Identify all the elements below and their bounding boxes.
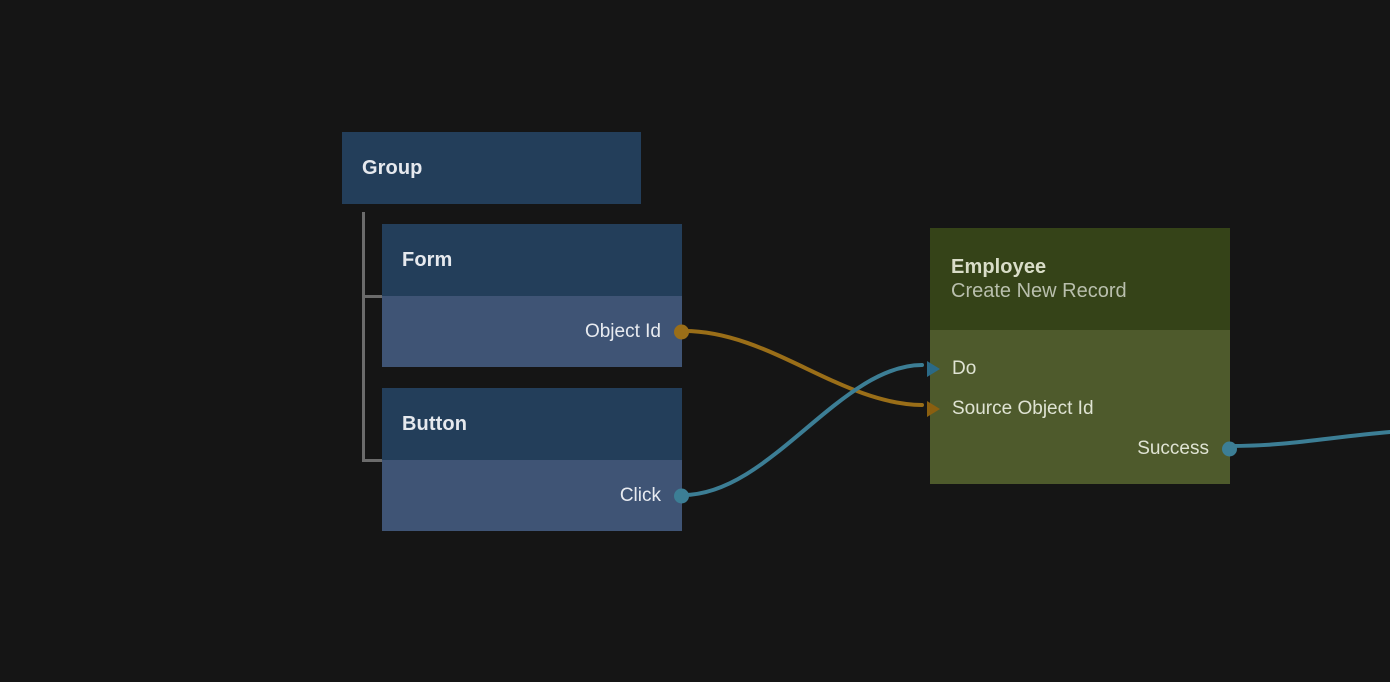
port-arrow-teal-icon[interactable]: [927, 361, 940, 377]
port-dot-teal-success-icon[interactable]: [1222, 441, 1237, 457]
node-employee-body: Do Source Object Id Success: [927, 330, 1237, 484]
node-form-header[interactable]: Form: [382, 224, 682, 296]
node-employee-header[interactable]: Employee Create New Record: [930, 228, 1230, 330]
node-group-title: Group: [362, 156, 423, 179]
node-button-body: Click: [382, 460, 689, 531]
port-button-click[interactable]: Click: [361, 460, 689, 531]
port-employee-do-label: Do: [952, 358, 977, 379]
edge-object-id-to-source-object-id: [682, 329, 924, 407]
port-employee-source-object-id-label: Source Object Id: [952, 398, 1094, 419]
port-employee-do[interactable]: Do: [927, 354, 977, 384]
node-button[interactable]: Button Click: [382, 388, 689, 531]
port-employee-success-label: Success: [1137, 438, 1209, 459]
node-employee-title: Employee: [951, 255, 1047, 278]
edge-success-out: [1229, 430, 1390, 448]
tree-branch-form: [362, 295, 382, 298]
port-dot-teal-icon[interactable]: [674, 488, 689, 503]
node-employee[interactable]: Employee Create New Record Do Source Obj…: [927, 228, 1237, 484]
port-employee-success[interactable]: Success: [909, 434, 1237, 464]
node-employee-subtitle: Create New Record: [951, 279, 1127, 302]
node-form-title: Form: [402, 248, 453, 271]
tree-trunk-line: [362, 212, 365, 462]
edge-click-to-do: [681, 363, 924, 497]
port-form-object-id[interactable]: Object Id: [361, 296, 689, 367]
tree-branch-button: [362, 459, 382, 462]
node-button-title: Button: [402, 412, 468, 435]
node-button-header[interactable]: Button: [382, 388, 682, 460]
port-employee-source-object-id[interactable]: Source Object Id: [927, 394, 1094, 424]
node-group[interactable]: Group: [342, 132, 641, 204]
node-form-body: Object Id: [382, 296, 689, 367]
port-form-object-id-label: Object Id: [584, 320, 661, 342]
port-dot-orange-icon[interactable]: [674, 324, 689, 339]
port-arrow-orange-icon[interactable]: [927, 401, 940, 417]
node-group-header[interactable]: Group: [342, 132, 641, 204]
node-form[interactable]: Form Object Id: [382, 224, 689, 367]
port-button-click-label: Click: [619, 484, 661, 506]
